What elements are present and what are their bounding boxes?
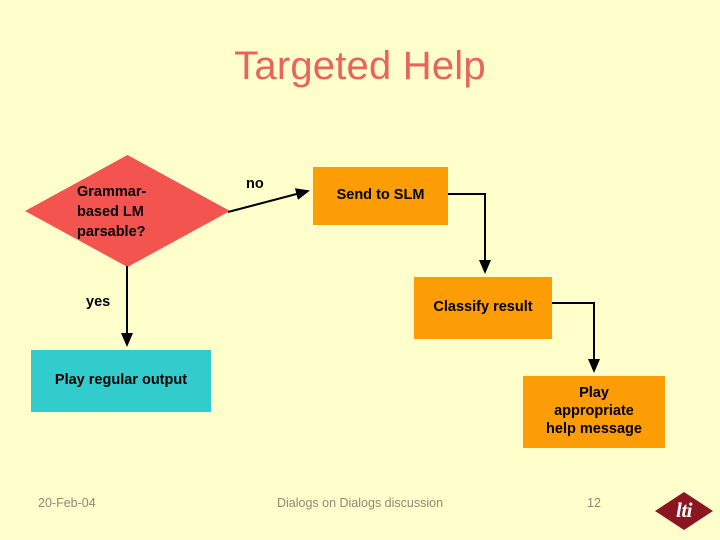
process-node-play-help-message[interactable]: Play appropriate help message [523, 376, 665, 448]
help-label-line-1: Play [579, 385, 609, 402]
process-node-classify-result[interactable]: Classify result [414, 277, 552, 339]
help-label-line-3: help message [546, 420, 642, 437]
decision-label-line-2: based LM [77, 204, 144, 220]
process-node-play-regular-output[interactable]: Play regular output [31, 350, 211, 412]
footer-date: 20-Feb-04 [38, 496, 96, 510]
arrow-no-to-send-slm [227, 188, 310, 213]
arrow-send-slm-to-classify [448, 193, 491, 274]
process-node-send-to-slm[interactable]: Send to SLM [313, 167, 448, 225]
decision-node-grammar-parsable[interactable]: Grammar- based LM parsable? [25, 155, 230, 267]
edge-label-yes: yes [86, 294, 111, 310]
arrow-classify-to-help [552, 302, 600, 373]
lti-logo-text: lti [675, 497, 693, 522]
lti-logo: lti [655, 492, 713, 530]
decision-label-line-3: parsable? [77, 224, 146, 240]
decision-node-label: Grammar- based LM parsable? [77, 182, 197, 242]
edge-label-no: no [246, 176, 264, 192]
footer-page-number: 12 [587, 496, 601, 510]
help-label-line-2: appropriate [554, 403, 634, 420]
page-title: Targeted Help [234, 44, 486, 88]
footer-subtitle: Dialogs on Dialogs discussion [276, 496, 444, 510]
help-node-label: Play appropriate help message [546, 385, 642, 438]
decision-label-line-1: Grammar- [77, 184, 147, 200]
